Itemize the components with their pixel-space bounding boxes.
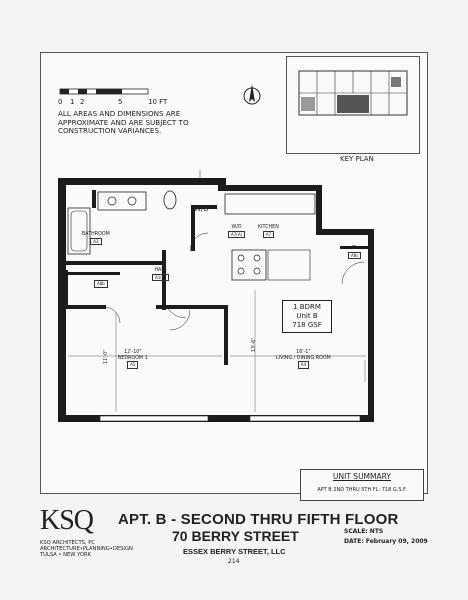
firm-info: KSQ ARCHITECTS, PC ARCHITECTURE•PLANNING… <box>40 540 133 558</box>
north-arrow-icon <box>243 84 261 105</box>
bedroom-name: BEDROOM 1 <box>118 355 148 361</box>
unit-type: 1 BDRM <box>293 303 321 311</box>
wic-tag: A7(A) <box>228 230 246 238</box>
living-depth: 13'-6" <box>252 337 257 352</box>
unit-area: 718 GSF <box>292 321 322 329</box>
kitchen-name: KITCHEN <box>258 225 279 230</box>
room-kitchen: KITCHEN A7 <box>258 225 279 238</box>
scale-field: SCALE: NTS <box>344 528 383 535</box>
unit-summary-title: UNIT SUMMARY <box>333 472 391 481</box>
key-plan <box>286 56 420 154</box>
closet-a-tag: A8b <box>94 280 108 288</box>
bathroom-tag: A3 <box>90 237 102 245</box>
room-living: 16'-1" LIVING / DINING ROOM A4 <box>276 350 331 369</box>
scale-tick-2: 2 <box>80 98 85 106</box>
scale-field-label: SCALE: <box>344 528 368 535</box>
firm-logo: KSQ <box>40 505 94 536</box>
closet-b-tag: A8c <box>348 251 362 259</box>
date-field-label: DATE: <box>344 538 364 545</box>
bedroom-tag: A5 <box>127 361 139 369</box>
page-number: 214 <box>228 558 240 565</box>
bathroom-name: BATHROOM <box>82 232 110 237</box>
scale-tick-0: 0 <box>58 98 63 106</box>
scale-tick-5: 5 <box>118 98 123 106</box>
dimension-notes: ALL AREAS AND DIMENSIONS ARE APPROXIMATE… <box>58 109 189 135</box>
firm-name: KSQ ARCHITECTS, PC <box>40 540 95 546</box>
bedroom-width: 12'-10" <box>124 350 142 355</box>
drawing-address: 70 BERRY STREET <box>172 528 299 544</box>
date-field: DATE: February 09, 2009 <box>344 538 428 545</box>
drawing-owner: ESSEX BERRY STREET, LLC <box>183 547 286 556</box>
firm-discipline: ARCHITECTURE•PLANNING•DESIGN <box>40 546 133 552</box>
closet-b-name: CL <box>351 246 358 251</box>
living-name: LIVING / DINING ROOM <box>276 355 331 361</box>
unit-summary-row: APT B 2ND THRU 5TH FL: 718 G.S.F. <box>317 487 407 493</box>
wic-name: W/D <box>231 225 242 230</box>
room-laundry: W/D <box>194 205 209 213</box>
scale-tick-10: 10 FT <box>148 98 168 106</box>
floor-plan <box>58 170 374 422</box>
unit-name: Unit B <box>296 312 318 320</box>
date-field-value: February 09, 2009 <box>365 538 428 545</box>
key-plan-drawing <box>298 70 408 116</box>
room-wic: W/D A7(A) <box>228 225 246 238</box>
scale-tick-1: 1 <box>70 98 75 106</box>
hall-name: HALL <box>154 268 167 273</box>
room-bathroom: BATHROOM A3 <box>82 232 110 245</box>
scale-field-value: NTS <box>369 528 384 535</box>
bedroom-depth: 11'-0" <box>104 349 109 364</box>
unit-label: 1 BDRM Unit B 718 GSF <box>282 300 332 333</box>
firm-locations: TULSA • NEW YORK <box>40 552 92 558</box>
room-closet-a: A8b <box>94 280 108 288</box>
key-plan-title: KEY PLAN <box>340 155 374 163</box>
drawing-title: APT. B - SECOND THRU FIFTH FLOOR <box>118 511 399 528</box>
room-closet-b: CL A8c <box>348 246 362 259</box>
living-tag: A4 <box>297 361 309 369</box>
unit-summary: UNIT SUMMARY APT B 2ND THRU 5TH FL: 718 … <box>300 469 424 501</box>
hall-tag: A1(B) <box>152 273 170 281</box>
kitchen-tag: A7 <box>262 230 275 238</box>
living-width: 16'-1" <box>296 350 311 355</box>
room-hall: HALL A1(B) <box>152 268 170 281</box>
scale-bar <box>59 88 149 95</box>
room-bedroom: 12'-10" BEDROOM 1 A5 <box>118 350 148 369</box>
